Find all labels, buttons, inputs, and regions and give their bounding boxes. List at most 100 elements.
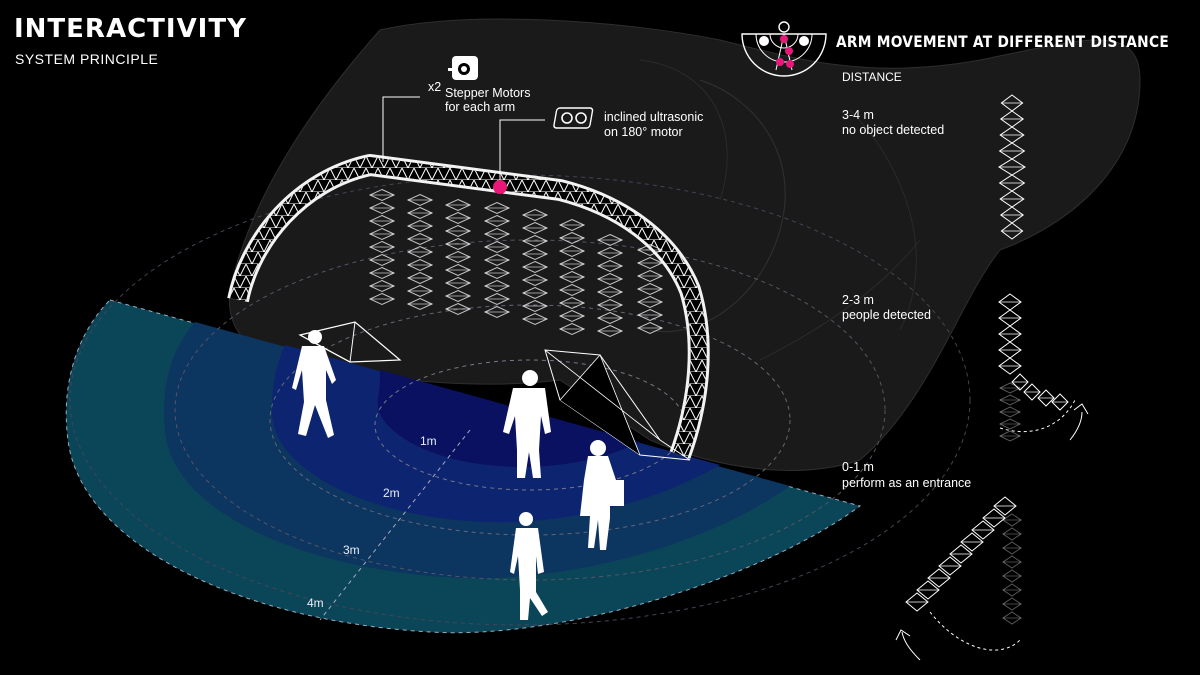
arm-segment xyxy=(521,208,549,222)
arm-segment xyxy=(558,257,586,271)
arm-segment xyxy=(1002,569,1022,583)
arm-segment xyxy=(971,520,995,540)
people-silhouettes xyxy=(292,330,624,620)
arm-segment xyxy=(483,266,511,280)
arm-segment xyxy=(483,253,511,267)
state-description: no object detected xyxy=(842,123,945,137)
arm-segment xyxy=(406,297,434,311)
arm-panel-title: ARM MOVEMENT AT DIFFERENT DISTANCE xyxy=(836,32,1169,51)
arm-segment xyxy=(596,324,624,338)
state-range: 0-1 m xyxy=(842,460,874,474)
arm-segment xyxy=(483,305,511,319)
arm-segment xyxy=(1002,555,1022,569)
arm-segment xyxy=(596,311,624,325)
state-description: perform as an entrance xyxy=(842,476,972,490)
state-description: people detected xyxy=(842,308,931,322)
arm-segment xyxy=(1002,583,1022,597)
arm-state-straight xyxy=(998,94,1026,240)
arm-segment xyxy=(406,258,434,272)
arm-segment xyxy=(636,256,664,270)
arm-segment xyxy=(998,418,1022,430)
arm-segment xyxy=(444,224,472,238)
arm-segment xyxy=(998,406,1022,418)
arm-segment xyxy=(636,321,664,335)
sensor-label-line1: inclined ultrasonic xyxy=(604,110,704,124)
wireframe-arch xyxy=(227,154,710,461)
arm-swing-arc xyxy=(999,399,1076,433)
person-silhouette xyxy=(580,440,624,550)
motor-count-label: x2 xyxy=(428,80,442,94)
arm-segment xyxy=(368,240,396,254)
state-range: 2-3 m xyxy=(842,293,874,307)
arm-segment xyxy=(636,269,664,283)
stepper-motor-icon xyxy=(448,56,478,80)
motor-label-line1: Stepper Motors xyxy=(445,86,531,100)
arm-arc-diagram-icon xyxy=(741,21,827,77)
arm-segment xyxy=(406,271,434,285)
person-silhouette xyxy=(510,512,548,620)
arm-segment xyxy=(916,580,940,600)
arm-segment xyxy=(521,260,549,274)
arm-segment xyxy=(406,232,434,246)
arm-segment xyxy=(368,279,396,293)
arm-segment xyxy=(483,201,511,215)
sensor-label-line2: on 180° motor xyxy=(604,125,683,139)
arm-segment xyxy=(636,282,664,296)
arm-swing-arc xyxy=(929,611,1021,651)
ring-label-3m: 3m xyxy=(343,543,360,557)
arm-segment xyxy=(558,218,586,232)
arm-segment xyxy=(1002,513,1022,527)
person-silhouette xyxy=(292,330,336,438)
arm-segment xyxy=(596,285,624,299)
arm-segment xyxy=(444,263,472,277)
person-silhouette xyxy=(503,370,551,478)
arm-segment xyxy=(1011,373,1029,391)
arm-segment xyxy=(444,289,472,303)
arm-segment xyxy=(483,227,511,241)
callout-leaders xyxy=(382,96,545,185)
arm-segment xyxy=(406,206,434,220)
arm-segment xyxy=(483,279,511,293)
arm-segment xyxy=(368,253,396,267)
arm-segment xyxy=(998,382,1022,394)
arm-segment xyxy=(1002,597,1022,611)
arm-segment xyxy=(596,246,624,260)
hanging-arms xyxy=(368,188,664,338)
arm-segment xyxy=(368,266,396,280)
arm-segment xyxy=(406,284,434,298)
arm-segment xyxy=(368,188,396,202)
ultrasonic-sensor-icon xyxy=(553,107,594,129)
arm-segment xyxy=(444,211,472,225)
arm-segment xyxy=(596,233,624,247)
ring-label-4m: 4m xyxy=(307,596,324,610)
arm-state-bent xyxy=(998,293,1069,442)
arm-segment xyxy=(636,243,664,257)
arm-segment xyxy=(1002,527,1022,541)
arm-segment xyxy=(521,312,549,326)
arm-segment xyxy=(1002,611,1022,625)
ring-label-2m: 2m xyxy=(383,486,400,500)
arm-segment xyxy=(558,296,586,310)
arm-segment xyxy=(444,250,472,264)
arm-segment xyxy=(636,295,664,309)
arm-segment xyxy=(483,292,511,306)
state-range: 3-4 m xyxy=(842,108,874,122)
arm-segment xyxy=(406,219,434,233)
arm-segment xyxy=(368,292,396,306)
arm-segment xyxy=(521,299,549,313)
arm-state-entrance xyxy=(905,496,1022,625)
arm-segment xyxy=(483,240,511,254)
arm-segment xyxy=(998,430,1022,442)
arm-segment xyxy=(521,247,549,261)
page-subtitle: SYSTEM PRINCIPLE xyxy=(15,51,159,67)
arm-segment xyxy=(444,302,472,316)
arm-segment xyxy=(558,244,586,258)
arm-segment xyxy=(444,198,472,212)
arm-segment xyxy=(998,394,1022,406)
arm-segment xyxy=(905,592,929,612)
arm-segment xyxy=(406,245,434,259)
arm-segment xyxy=(1037,389,1055,407)
arm-segment xyxy=(521,234,549,248)
arm-segment xyxy=(927,568,951,588)
arm-segment xyxy=(558,322,586,336)
